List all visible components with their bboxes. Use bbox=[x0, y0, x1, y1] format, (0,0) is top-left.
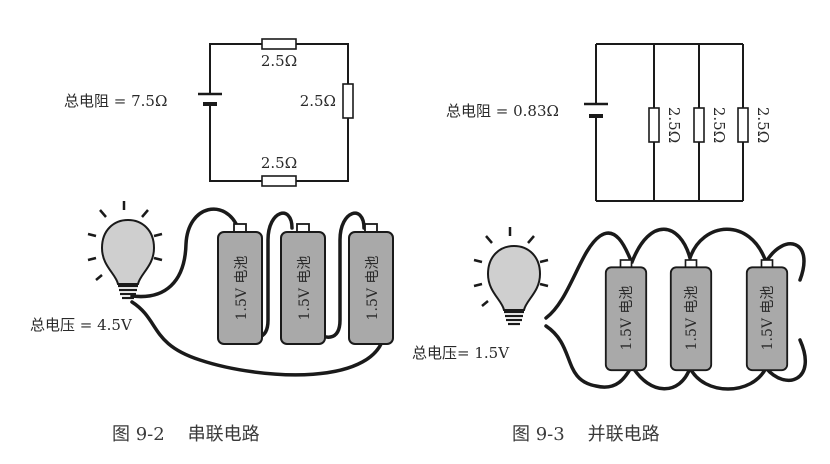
total-voltage-label: 总电压= 1.5V bbox=[412, 344, 510, 362]
battery-label: 1.5V 电池 bbox=[760, 286, 776, 351]
resistor-label: 2.5Ω bbox=[665, 107, 683, 143]
battery-label: 1.5V 电池 bbox=[684, 286, 700, 351]
resistor-top-label: 2.5Ω bbox=[261, 52, 297, 70]
battery-symbol bbox=[584, 102, 608, 118]
series-schematic: 2.5Ω 2.5Ω 2.5Ω 总电阻 = 7.5Ω bbox=[64, 38, 354, 187]
parallel-schematic: 2.5Ω 2.5Ω 2.5Ω 总电阻 = 0.83Ω bbox=[446, 43, 772, 202]
resistor-bottom-label: 2.5Ω bbox=[261, 154, 297, 172]
resistor-3 bbox=[737, 107, 749, 143]
battery-label: 1.5V 电池 bbox=[619, 286, 635, 351]
lightbulb-icon bbox=[472, 225, 550, 326]
resistor-label: 2.5Ω bbox=[710, 107, 728, 143]
resistor-top bbox=[261, 38, 297, 50]
total-resistance-label: 总电阻 = 7.5Ω bbox=[64, 92, 167, 110]
battery-symbol bbox=[198, 92, 222, 106]
battery-label: 1.5V 电池 bbox=[365, 256, 381, 321]
lightbulb-icon bbox=[86, 199, 164, 300]
resistor-label: 2.5Ω bbox=[754, 107, 772, 143]
resistor-bottom bbox=[261, 175, 297, 187]
resistor-right-label: 2.5Ω bbox=[300, 92, 336, 110]
figure-caption-series: 图 9-2 串联电路 bbox=[112, 424, 260, 445]
resistor-2 bbox=[693, 107, 705, 143]
battery-label: 1.5V 电池 bbox=[234, 256, 250, 321]
resistor-1 bbox=[648, 107, 660, 143]
figure-caption-parallel: 图 9-3 并联电路 bbox=[512, 424, 660, 445]
series-pictorial: 1.5V 电池 1.5V 电池 1.5V 电池 总电压 = 4.5V bbox=[30, 199, 394, 377]
resistor-right bbox=[342, 83, 354, 119]
parallel-pictorial: 1.5V 电池 1.5V 电池 1.5V 电池 总电压= 1.5V bbox=[412, 225, 807, 391]
total-resistance-label: 总电阻 = 0.83Ω bbox=[446, 102, 559, 120]
battery-label: 1.5V 电池 bbox=[297, 256, 313, 321]
total-voltage-label: 总电压 = 4.5V bbox=[30, 316, 133, 334]
